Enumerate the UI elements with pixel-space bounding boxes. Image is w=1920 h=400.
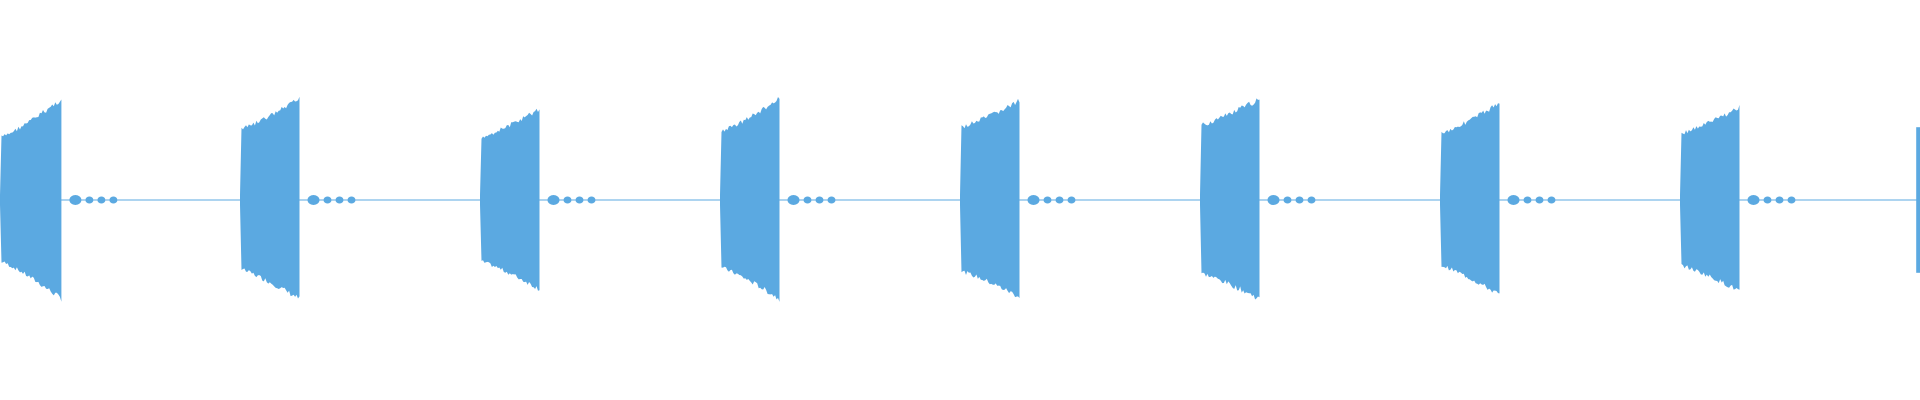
waveform-ripple [815, 196, 824, 204]
waveform-ripple [1027, 195, 1040, 205]
waveform-burst-2 [240, 96, 300, 299]
waveform-burst-7 [1440, 103, 1500, 294]
waveform-ripple [1307, 196, 1316, 204]
waveform-ripple [1787, 196, 1796, 204]
waveform-burst-8 [1680, 104, 1740, 290]
waveform-ripple [587, 196, 596, 204]
waveform-ripple [547, 195, 560, 205]
waveform-ripple [827, 196, 836, 204]
waveform-ripple [1763, 196, 1772, 204]
waveform-ripple [1535, 196, 1544, 204]
waveform-ripple [1267, 195, 1280, 205]
waveform-ripple [1283, 196, 1292, 204]
waveform-ripple [307, 195, 320, 205]
waveform-ripple [69, 195, 82, 205]
waveform-ripple [1043, 196, 1052, 204]
waveform-ripple [1523, 196, 1532, 204]
waveform-ripple [323, 196, 332, 204]
waveform-ripple [85, 196, 94, 204]
waveform-burst-3 [480, 108, 540, 291]
waveform-ripple [803, 196, 812, 204]
waveform-ripple [1055, 196, 1064, 204]
waveform-ripple [335, 196, 344, 204]
waveform-tail-fragment [1916, 127, 1920, 273]
waveform-ripple [1775, 196, 1784, 204]
waveform-bursts [0, 96, 1920, 302]
waveform-ripple [575, 196, 584, 204]
waveform-ripple [109, 196, 118, 204]
waveform-ripple [1747, 195, 1760, 205]
waveform-ripple [347, 196, 356, 204]
waveform-ripple [563, 196, 572, 204]
waveform-ripple [787, 195, 800, 205]
waveform-burst-6 [1200, 98, 1260, 300]
waveform-ripple [1507, 195, 1520, 205]
waveform-ripple [1067, 196, 1076, 204]
waveform-ripple [1295, 196, 1304, 204]
waveform-ripple [1547, 196, 1556, 204]
waveform-burst-4 [720, 97, 780, 302]
waveform-burst-1 [0, 99, 62, 302]
waveform-ripple [97, 196, 106, 204]
waveform-burst-5 [960, 98, 1020, 299]
